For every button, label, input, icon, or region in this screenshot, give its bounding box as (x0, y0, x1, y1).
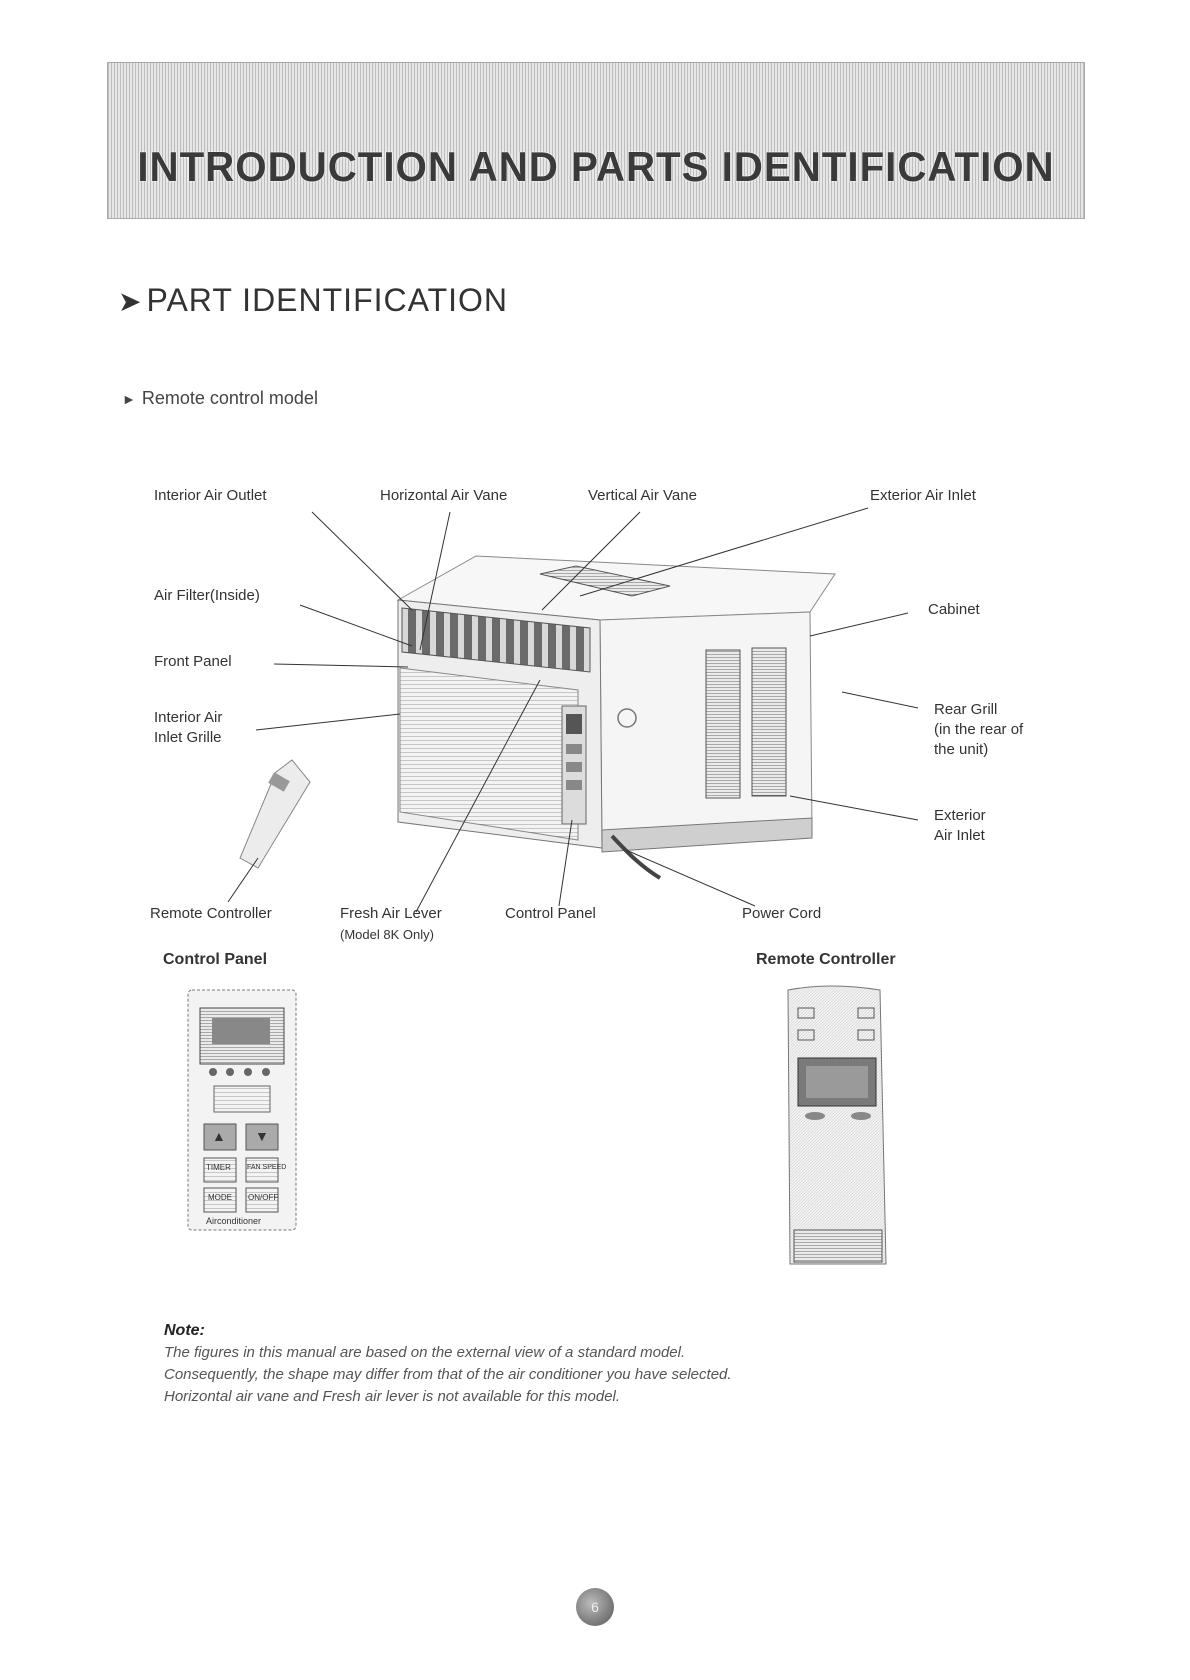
label-interior-air-inlet-grille-1: Interior Air (154, 709, 223, 726)
arrow-icon: ➤ (118, 286, 143, 317)
label-cabinet: Cabinet (928, 601, 980, 618)
note-line-1: The figures in this manual are based on … (164, 1344, 686, 1361)
on-off-button-label: ON/OFF (248, 1193, 279, 1202)
label-fresh-air-lever: Fresh Air Lever (340, 905, 442, 922)
control-panel-drawing (187, 989, 297, 1231)
label-exterior-air-inlet-1: Exterior (934, 807, 986, 824)
up-arrow-icon: ▲ (212, 1128, 226, 1144)
label-rear-grill-1: Rear Grill (934, 701, 998, 718)
note-block: Note: The figures in this manual are bas… (164, 1320, 964, 1408)
label-front-panel: Front Panel (154, 653, 232, 670)
fan-speed-button-label: FAN SPEED (247, 1164, 287, 1171)
section-title-text: PART IDENTIFICATION (146, 282, 509, 318)
label-vertical-air-vane: Vertical Air Vane (588, 487, 697, 504)
down-arrow-icon: ▼ (255, 1128, 269, 1144)
brand-label: Airconditioner (206, 1216, 262, 1226)
remote-sketch (239, 759, 311, 869)
note-line-3: Horizontal air vane and Fresh air lever … (164, 1388, 621, 1405)
label-power-cord: Power Cord (742, 905, 822, 922)
label-air-filter: Air Filter(Inside) (154, 587, 260, 604)
label-horizontal-air-vane: Horizontal Air Vane (380, 487, 508, 504)
ac-unit (396, 555, 836, 880)
note-title: Note: (164, 1322, 205, 1339)
sub-title: ► Remote control model (122, 388, 318, 409)
remote-controller-drawing (787, 985, 887, 1265)
arrow-icon: ► (122, 391, 136, 407)
leader-lines (227, 507, 919, 913)
label-rear-grill-3: the unit) (934, 741, 989, 758)
banner-title: INTRODUCTION AND PARTS IDENTIFICATION (137, 143, 1055, 190)
label-remote-controller: Remote Controller (150, 905, 272, 922)
caption-control-panel: Control Panel (163, 951, 268, 968)
mode-button-label: MODE (208, 1193, 232, 1202)
label-exterior-air-inlet-top: Exterior Air Inlet (870, 487, 976, 504)
header-banner: INTRODUCTION AND PARTS IDENTIFICATION (107, 62, 1085, 219)
section-title: ➤PART IDENTIFICATION (118, 282, 508, 319)
label-interior-air-inlet-grille-2: Inlet Grille (154, 729, 222, 746)
note-line-2: Consequently, the shape may differ from … (164, 1366, 732, 1383)
label-exterior-air-inlet-2: Air Inlet (934, 827, 985, 844)
sub-title-text: Remote control model (141, 388, 318, 408)
label-interior-air-outlet: Interior Air Outlet (154, 487, 267, 504)
caption-remote-controller: Remote Controller (756, 951, 896, 968)
label-fresh-air-lever-note: (Model 8K Only) (340, 927, 434, 942)
label-control-panel: Control Panel (505, 905, 596, 922)
timer-button-label: TIMER (206, 1163, 231, 1172)
label-rear-grill-2: (in the rear of (934, 721, 1024, 738)
page-number: 6 (576, 1588, 614, 1626)
